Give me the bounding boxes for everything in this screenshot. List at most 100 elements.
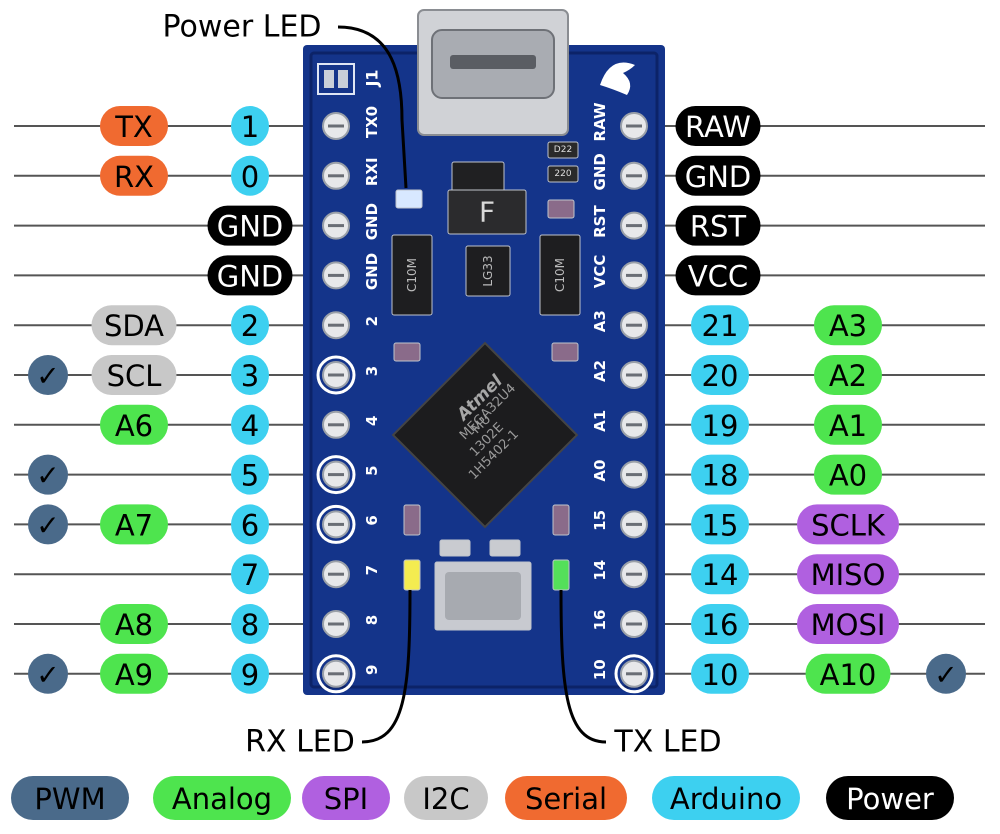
arduino-pin-right-bg xyxy=(691,653,749,694)
arduino-pin-right: 16 xyxy=(691,604,749,644)
arduino-pin-left-text: 0 xyxy=(241,160,259,194)
silk-label: RXI xyxy=(363,157,381,186)
check-icon: ✓ xyxy=(36,509,59,542)
arduino-pin-right-text: 21 xyxy=(702,309,739,343)
func-label-left: RX xyxy=(100,155,168,196)
power-label-right-text: RST xyxy=(690,210,747,244)
func-label-right-text: SCLK xyxy=(811,508,886,542)
func-label-left-text: A8 xyxy=(115,608,153,642)
arduino-pin-left-bg xyxy=(231,305,269,346)
func-label-left: SCL xyxy=(91,355,177,395)
silk-label: 6 xyxy=(363,515,381,525)
func-label-right-bg xyxy=(797,554,899,595)
pwm-check-left: ✓ xyxy=(28,653,68,694)
arduino-pin-right-text: 18 xyxy=(702,459,739,493)
crystal-top xyxy=(445,572,521,620)
pwm-pad-ring xyxy=(316,355,356,395)
arduino-pin-right-text: 14 xyxy=(702,558,739,592)
arduino-pin-left: 2 xyxy=(231,305,269,346)
power-label-right-bg xyxy=(675,255,761,296)
legend-analog-text: Analog xyxy=(172,782,272,816)
legend-pwm-bg xyxy=(11,776,129,820)
arduino-pin-left: 0 xyxy=(231,155,269,196)
silk-label: GND xyxy=(363,253,381,290)
diode xyxy=(451,161,505,193)
legend-i2c-text: I2C xyxy=(422,782,469,816)
arduino-pin-left-bg xyxy=(231,653,269,694)
func-label-left: SDA xyxy=(91,305,177,346)
capacitor xyxy=(539,234,581,316)
arduino-pin-left-text: 8 xyxy=(241,608,259,642)
func-label-right-bg xyxy=(814,355,882,395)
silk-label: 7 xyxy=(363,565,381,575)
arduino-pin-left: 9 xyxy=(231,653,269,694)
silk-label: A2 xyxy=(591,360,609,382)
legend-arduino: Arduino xyxy=(652,776,800,820)
legend-spi-text: SPI xyxy=(324,782,368,816)
logo-icon xyxy=(600,62,635,95)
arduino-pin-right: 18 xyxy=(691,454,749,495)
arduino-pin-left: 7 xyxy=(231,554,269,595)
jumper-pad xyxy=(324,70,334,88)
func-label-right-text: A3 xyxy=(829,309,867,343)
func-label-left: A8 xyxy=(100,604,168,644)
tx-led xyxy=(552,559,570,591)
tx-led-label: TX LED xyxy=(613,725,721,760)
arduino-pin-left-text: 4 xyxy=(241,409,259,443)
legend-spi-bg xyxy=(302,776,390,820)
pwm-check-left: ✓ xyxy=(28,454,68,495)
legend-i2c-bg xyxy=(404,776,488,820)
arduino-pin-left-text: 9 xyxy=(241,658,259,692)
func-label-left-text: A9 xyxy=(115,658,153,692)
func-label-right-text: MISO xyxy=(811,558,886,592)
func-label-left-text: RX xyxy=(114,160,154,194)
func-label-right: A10 xyxy=(805,653,891,694)
func-label-right-text: A2 xyxy=(829,359,867,393)
pwm-pad-ring xyxy=(614,654,654,694)
arduino-pin-left-bg xyxy=(231,106,269,146)
power-label-left-bg xyxy=(207,205,293,246)
resistor xyxy=(393,342,421,362)
silk-label: 5 xyxy=(363,465,381,475)
pwm-pad-ring xyxy=(316,504,356,544)
func-label-left-text: A7 xyxy=(115,508,153,542)
legend-arduino-text: Arduino xyxy=(670,782,782,816)
arduino-pin-right-text: 10 xyxy=(702,658,739,692)
arduino-pin-right: 15 xyxy=(691,504,749,545)
func-label-left-bg xyxy=(100,404,168,445)
func-label-left-bg xyxy=(91,305,177,346)
func-label-left: A6 xyxy=(100,404,168,445)
pwm-check-left: ✓ xyxy=(28,504,68,545)
silk-label: A1 xyxy=(591,410,609,432)
fuse xyxy=(447,189,527,235)
func-label-left: TX xyxy=(100,106,168,146)
power-label-right-text: GND xyxy=(685,160,752,194)
silk-label: GND xyxy=(363,203,381,240)
arduino-pin-left-bg xyxy=(231,504,269,545)
silk-label: 9 xyxy=(363,665,381,675)
func-label-right: A1 xyxy=(814,404,882,445)
pwm-badge xyxy=(926,653,966,694)
arduino-pin-left-bg xyxy=(231,355,269,395)
func-label-right: A3 xyxy=(814,305,882,346)
resistor xyxy=(547,199,575,219)
legend-analog-bg xyxy=(153,776,291,820)
func-label-left-bg xyxy=(100,653,168,694)
silk-label: 8 xyxy=(363,615,381,625)
jumper-outline xyxy=(317,63,355,95)
usb-tongue xyxy=(450,55,536,69)
func-label-left-text: SDA xyxy=(104,309,164,343)
legend-pwm-text: PWM xyxy=(34,782,105,816)
arduino-pin-right-text: 20 xyxy=(702,359,739,393)
regulator-label: LG33 xyxy=(481,255,495,286)
arduino-pin-left: 4 xyxy=(231,404,269,445)
legend-power: Power xyxy=(826,776,954,820)
power-led-label: Power LED xyxy=(162,10,321,45)
arduino-pin-left-text: 3 xyxy=(241,359,259,393)
resistor xyxy=(552,504,570,536)
rx-led-pointer xyxy=(361,589,412,744)
silk-label: RST xyxy=(591,205,609,238)
arduino-pin-right: 21 xyxy=(691,305,749,346)
